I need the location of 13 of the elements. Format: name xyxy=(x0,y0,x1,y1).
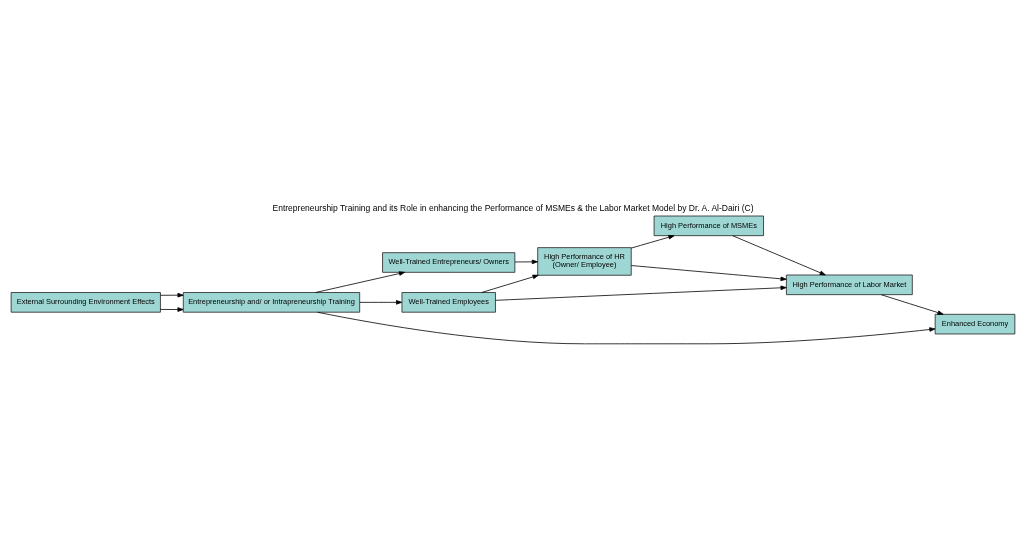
arrow xyxy=(480,274,539,293)
arrow xyxy=(314,271,405,293)
arrow xyxy=(880,294,944,315)
arrow xyxy=(358,300,402,305)
arrow xyxy=(630,235,674,249)
arrow xyxy=(731,235,826,276)
diagram-title: Entrepreneurship Training and its Role in enhancing the Performance of MSMEs & the Labor Market Model by Dr. A. Al-Dairi (C) xyxy=(272,203,753,214)
arrow xyxy=(514,259,538,265)
arrow xyxy=(316,311,935,345)
arrow xyxy=(630,265,787,282)
arrow xyxy=(159,307,184,312)
arrow xyxy=(159,292,184,298)
arrow xyxy=(494,285,787,301)
